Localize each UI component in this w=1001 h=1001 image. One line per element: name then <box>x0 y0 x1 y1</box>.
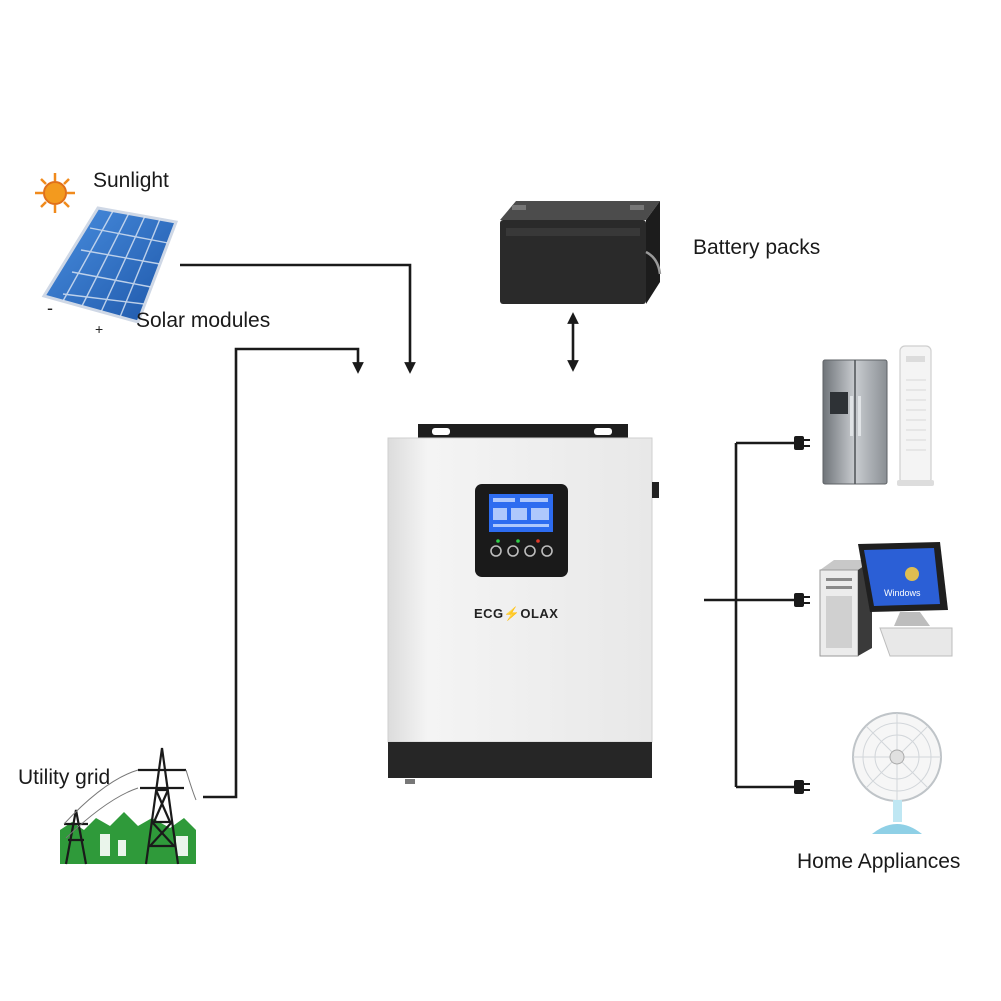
connection-lines <box>180 263 794 799</box>
sunlight-label: Sunlight <box>93 169 169 192</box>
solar-plus-sign: + <box>95 321 103 337</box>
utility-grid-label: Utility grid <box>18 766 111 789</box>
solar-panel-icon <box>41 206 179 324</box>
inverter-brand-logo: ECG⚡OLAX <box>474 606 558 622</box>
computer-tower-icon <box>819 560 872 657</box>
inverter-unit <box>387 424 659 784</box>
solar-modules-label: Solar modules <box>136 309 271 332</box>
battery-pack-icon <box>500 201 662 304</box>
monitor-icon <box>858 542 953 657</box>
power-plug-icon <box>794 593 810 607</box>
power-plug-icon <box>794 780 810 794</box>
tower-air-conditioner-icon <box>897 345 934 486</box>
brand-suffix: OLAX <box>520 606 559 621</box>
monitor-screen-text: Windows <box>884 588 921 598</box>
lightning-bolt-icon: ⚡ <box>503 606 521 621</box>
solar-minus-sign: - <box>47 298 53 318</box>
power-plug-icon <box>794 436 810 450</box>
battery-packs-label: Battery packs <box>693 236 821 259</box>
utility-grid-icon <box>60 747 197 865</box>
brand-prefix: ECG <box>474 606 504 621</box>
sun-icon <box>35 173 75 213</box>
electric-fan-icon <box>852 712 942 834</box>
home-appliances-label: Home Appliances <box>797 850 961 873</box>
refrigerator-icon <box>822 359 888 485</box>
